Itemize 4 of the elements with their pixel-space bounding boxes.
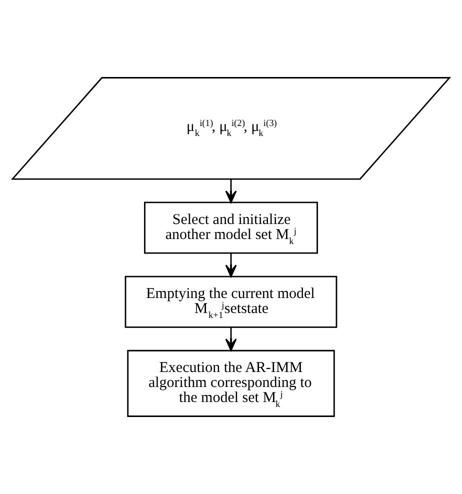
node-box: Emptying the current model M$_{k+1}$$^{j}$setstate	[124, 276, 338, 328]
arrow	[225, 179, 237, 204]
arrow	[225, 253, 237, 278]
arrow	[225, 328, 237, 352]
